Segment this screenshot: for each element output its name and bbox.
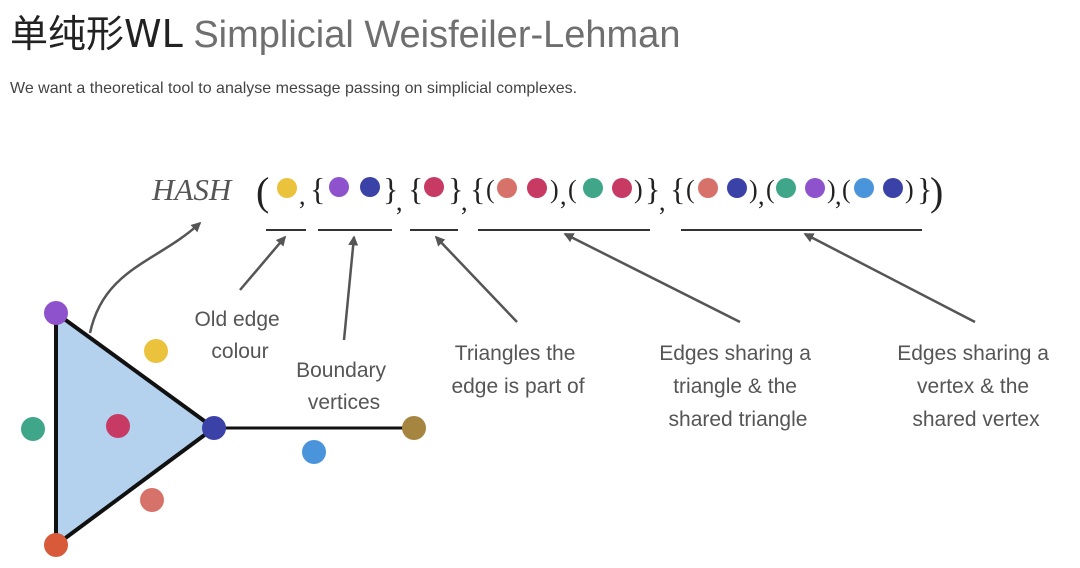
label-arrows	[88, 221, 976, 341]
arrow-edges-sharing-triangle	[563, 232, 741, 324]
arrow-triangles	[434, 235, 518, 323]
close-paren: )	[634, 175, 643, 204]
edge-colour-yellow	[144, 339, 168, 363]
open-paren: (	[568, 175, 577, 204]
simplicial-complex	[21, 301, 426, 557]
arrow-old-edge-colour	[239, 235, 287, 291]
label-line: vertices	[308, 391, 380, 414]
comma: ,	[659, 187, 666, 216]
shared-triangle-edge-dot-teal	[583, 178, 603, 198]
label-line: Triangles the	[455, 342, 576, 365]
label-line: Old edge	[194, 308, 279, 331]
open-brace: {	[470, 171, 485, 207]
close-paren: )	[827, 175, 836, 204]
close-brace: }	[645, 171, 660, 207]
label-line: triangle & the	[673, 375, 797, 398]
open-paren: (	[842, 175, 851, 204]
outer-close-paren: )	[930, 169, 943, 214]
close-paren: )	[905, 175, 914, 204]
old-edge-colour-dot	[277, 178, 297, 198]
shared-triangle-edge-dot-salmon	[497, 178, 517, 198]
comma: ,	[396, 187, 403, 216]
triangle-face	[54, 311, 216, 547]
label-line: edge is part of	[451, 375, 584, 398]
comma: ,	[560, 181, 567, 210]
boundary-vertex-dot-navy	[360, 177, 380, 197]
label-line: shared triangle	[669, 408, 808, 431]
arrow-boundary-vertices	[342, 235, 359, 341]
page-title: 单纯形WL Simplicial Weisfeiler-Lehman	[10, 10, 680, 59]
label-boundary-vertices: Boundary vertices	[296, 359, 392, 414]
shared-vertex-dot-purple	[805, 178, 825, 198]
label-triangles: Triangles the edge is part of	[451, 342, 584, 398]
arrow-edges-sharing-vertex	[803, 232, 976, 324]
close-brace: }	[383, 171, 398, 207]
label-line: colour	[211, 340, 268, 363]
close-paren: )	[749, 175, 758, 204]
subtitle: We want a theoretical tool to analyse me…	[10, 80, 578, 97]
hash-formula: HASH ( , { } , { } , { ( ) , ( ) } ,	[151, 169, 943, 216]
label-line: Boundary	[296, 359, 386, 382]
shared-triangle-dot-crimson	[527, 178, 547, 198]
edge-colour-sky	[302, 440, 326, 464]
open-brace: {	[670, 171, 685, 207]
boundary-vertex-dot-purple	[329, 177, 349, 197]
vertex-bottom-orange	[44, 533, 68, 557]
comma: ,	[758, 181, 765, 210]
vertex-top-purple	[44, 301, 68, 325]
title-chinese: 单纯形WL	[10, 12, 183, 56]
outer-open-paren: (	[256, 169, 269, 214]
label-line: vertex & the	[917, 375, 1029, 398]
label-edges-sharing-triangle: Edges sharing a triangle & the shared tr…	[659, 342, 817, 431]
arrow-edge-to-hash	[88, 221, 202, 334]
vertex-right-navy	[202, 416, 226, 440]
edge-colour-teal	[21, 417, 45, 441]
close-paren: )	[550, 175, 559, 204]
vertex-far-right-brown	[402, 416, 426, 440]
shared-triangle-dot-crimson	[612, 178, 632, 198]
open-paren: (	[686, 175, 695, 204]
comma: ,	[835, 181, 842, 210]
triangle-dot	[424, 177, 444, 197]
shared-vertex-edge-dot-teal	[776, 178, 796, 198]
title-english: Simplicial Weisfeiler-Lehman	[193, 14, 681, 56]
triangle-colour-crimson	[106, 414, 130, 438]
open-brace: {	[310, 171, 325, 207]
label-edges-sharing-vertex: Edges sharing a vertex & the shared vert…	[897, 342, 1055, 431]
comma: ,	[299, 181, 306, 210]
shared-vertex-edge-dot-sky	[854, 178, 874, 198]
open-brace: {	[408, 171, 423, 207]
open-paren: (	[486, 175, 495, 204]
labels: Old edge colour Boundary vertices Triang…	[194, 308, 1055, 431]
comma: ,	[461, 187, 468, 216]
close-brace: }	[448, 171, 463, 207]
edge-colour-salmon	[140, 488, 164, 512]
shared-vertex-dot-navy	[727, 178, 747, 198]
hash-function-name: HASH	[151, 172, 233, 207]
close-brace: }	[917, 171, 932, 207]
shared-vertex-dot-navy	[883, 178, 903, 198]
shared-vertex-edge-dot-salmon	[698, 178, 718, 198]
open-paren: (	[766, 175, 775, 204]
label-line: Edges sharing a	[897, 342, 1049, 365]
label-line: shared vertex	[912, 408, 1040, 431]
label-old-edge-colour: Old edge colour	[194, 308, 285, 363]
label-line: Edges sharing a	[659, 342, 811, 365]
